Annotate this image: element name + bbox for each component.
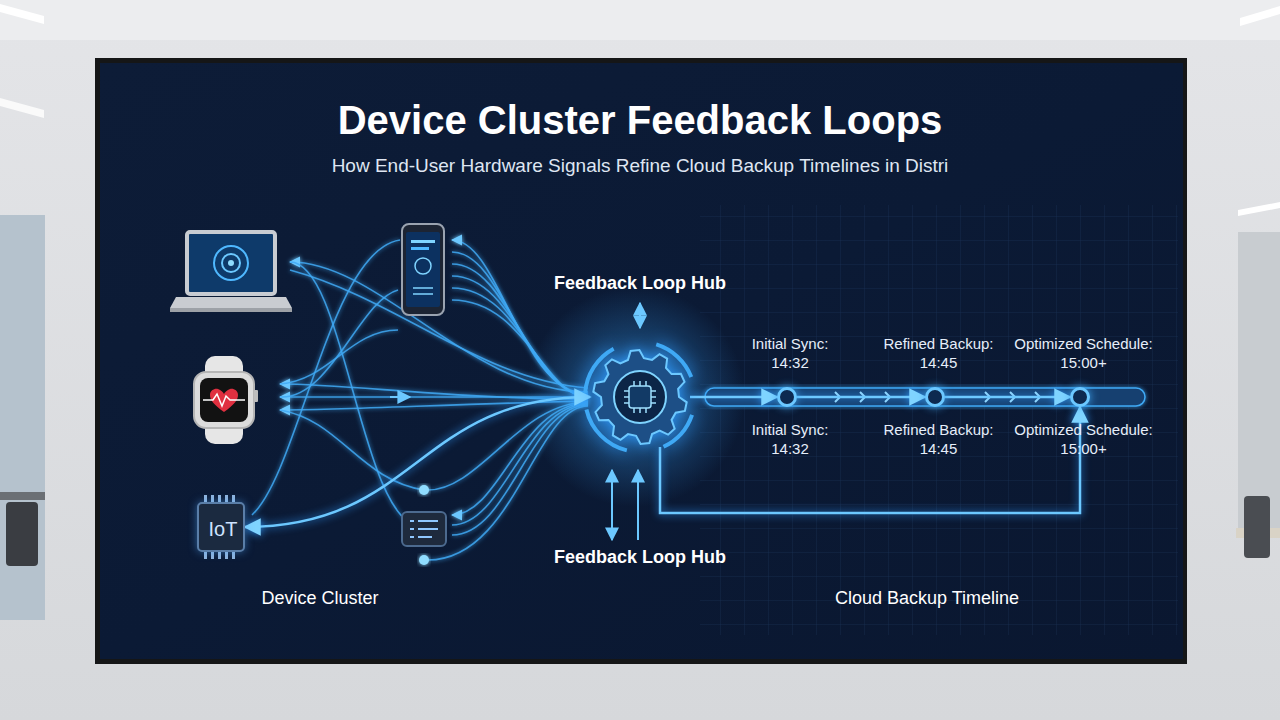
module-icon [402,512,446,546]
office-chair [6,502,38,566]
office-chair [1244,496,1270,558]
phone-screen [406,232,440,307]
signal-curve [452,264,588,396]
connector-line [690,396,777,399]
laptop-logo [214,246,248,280]
hub-ring [656,343,693,378]
laptop-screen [187,232,275,294]
ceiling [0,0,1280,40]
ceiling-light [0,98,44,118]
chip-icon [629,386,651,408]
chip-pin [633,381,635,386]
chip-pin [624,390,629,392]
chip-pin [232,552,235,559]
chip-pin [232,495,235,502]
screen-surface [100,63,1183,659]
laptop-icon [170,232,292,312]
signal-curve [452,240,588,394]
hub-arrows [612,303,640,540]
chip-pin [225,495,228,502]
screen-frame [95,58,1187,664]
gear-core [614,371,666,423]
hub-ring [663,414,694,448]
signal-curve [280,401,588,410]
signal-dot [419,555,429,565]
watch-crown [254,390,258,402]
watch-screen [200,378,248,422]
double-arrow [611,470,613,540]
connector-line [660,407,1080,513]
signal-curve [452,288,588,397]
laptop-base [170,297,292,308]
chip-pin [633,408,635,413]
chip-pin [225,552,228,559]
ecg-line [203,394,245,406]
phone-ui [413,288,433,294]
background-grid [700,205,1178,635]
signal-curve [280,396,588,398]
chip-pin [639,408,641,413]
signal-curve [452,276,588,396]
up-arrow [637,470,639,540]
chip-pin [645,408,647,413]
signal-curve [452,404,588,525]
chip-pin [204,495,207,502]
chip-pin [211,552,214,559]
signal-curve [280,410,424,490]
module-ui [410,521,438,537]
signal-curve [428,402,588,490]
chip-pin [651,402,656,404]
signal-curve [452,252,588,395]
chip-pin [639,381,641,386]
phone-body [402,224,444,315]
laptop-logo [228,260,234,266]
module-body [402,512,446,546]
phone-icon [402,224,444,315]
flow-arrow [390,396,410,398]
office-window [1238,232,1280,532]
office-window [0,215,45,620]
chip-pin [218,552,221,559]
connector-line [797,396,925,399]
chip-pin [211,495,214,502]
chip-pin [624,402,629,404]
watch-icon [194,356,258,444]
signal-curve [452,300,588,397]
phone-ui [411,247,429,250]
connector-line [245,397,590,527]
laptop-logo [222,254,240,272]
phone-ui [415,258,431,274]
double-arrow [639,303,641,328]
chip-pin [651,390,656,392]
hub-ring [583,347,614,393]
signal-curve [290,262,420,527]
signal-curve [280,384,588,399]
signal-curve [280,330,398,384]
connector-line [945,396,1070,399]
office-desk [0,492,45,500]
signal-curves [252,240,588,560]
laptop-base [170,308,292,312]
gear-shape [593,350,686,444]
signal-dot [419,485,429,495]
chip-pin [645,381,647,386]
chip-pin [651,396,656,398]
chip-pins [204,495,235,559]
hub-ring [584,409,627,452]
ceiling-light [0,4,44,24]
phone-ui [411,240,435,243]
chip-pin [624,396,629,398]
ceiling-light [1238,202,1280,216]
chip-pin [204,552,207,559]
chip-pin [218,495,221,502]
signal-curve [428,406,588,560]
watch-case [194,372,254,428]
ceiling-light [1240,6,1280,26]
signal-curve [280,290,398,397]
